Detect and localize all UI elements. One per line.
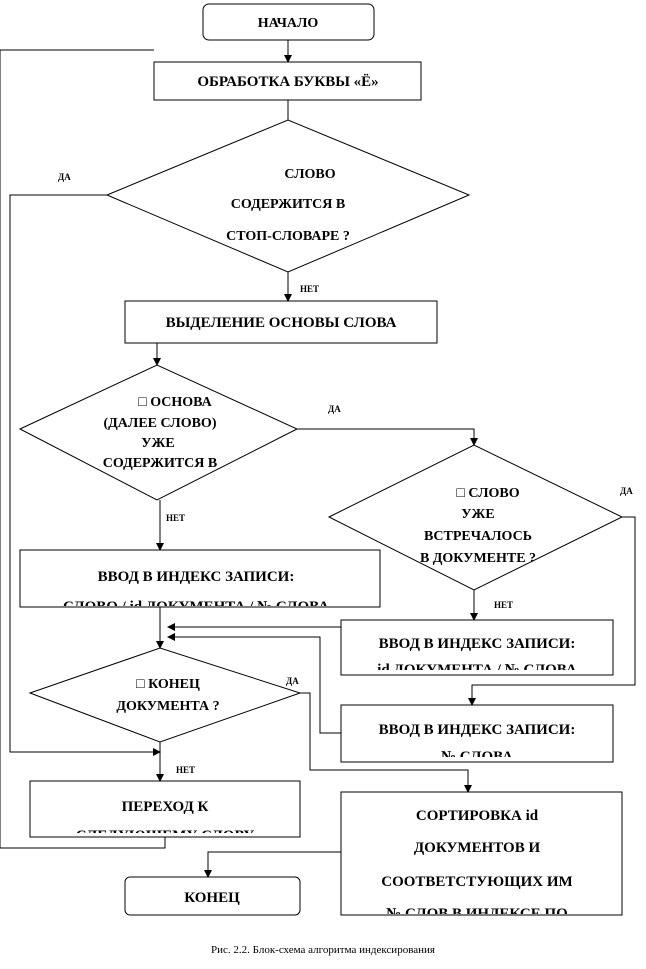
box-line: СЛОВО / id ДОКУМЕНТА / № СЛОВА	[63, 599, 329, 615]
decision-line: □ КОНЕЦ	[136, 677, 200, 692]
decision-in-doc: □ СЛОВО УЖЕ ВСТРЕЧАЛОСЬ В ДОКУМЕНТЕ ?	[327, 444, 624, 591]
connectors	[0, 40, 636, 878]
yes-label: ДА	[620, 486, 633, 496]
process-yo-box: ОБРАБОТКА БУКВЫ «Ё»	[153, 61, 422, 101]
end-label: КОНЕЦ	[184, 890, 240, 906]
yes-label: ДА	[328, 404, 341, 414]
no-label: НЕТ	[176, 765, 195, 775]
process-yo-label: ОБРАБОТКА БУКВЫ «Ё»	[197, 74, 378, 90]
no-label: НЕТ	[300, 284, 319, 294]
decision-line: СОДЕРЖИТСЯ В	[103, 456, 217, 471]
decision-line: СТОП-СЛОВАРЕ ?	[226, 229, 350, 244]
box-line: ДОКУМЕНТОВ И	[414, 840, 541, 856]
decision-end-doc: □ КОНЕЦ ДОКУМЕНТА ?	[28, 647, 302, 743]
stem-box: ВЫДЕЛЕНИЕ ОСНОВЫ СЛОВА	[124, 300, 438, 344]
box-line: СОРТИРОВКА id	[416, 808, 539, 824]
next-word-box: ПЕРЕХОД К СЛЕДУЮЩЕМУ СЛОВУ	[29, 780, 301, 844]
box-line: ВВОД В ИНДЕКС ЗАПИСИ:	[98, 569, 295, 585]
insert-doc-box: ВВОД В ИНДЕКС ЗАПИСИ: id ДОКУМЕНТА / № С…	[340, 619, 614, 678]
sort-box: СОРТИРОВКА id ДОКУМЕНТОВ И СООТВЕТСТУЮЩИ…	[340, 791, 623, 922]
start-label: НАЧАЛО	[258, 16, 319, 31]
end-terminal: КОНЕЦ	[124, 876, 301, 916]
no-label: НЕТ	[494, 600, 513, 610]
no-label: НЕТ	[166, 513, 185, 523]
box-line: № СЛОВА	[441, 749, 513, 765]
box-line: № СЛОВ В ИНДЕКСЕ ПО	[386, 906, 568, 922]
yes-label: ДА	[58, 172, 71, 182]
yes-label: ДА	[286, 676, 299, 686]
figure-caption: Рис. 2.2. Блок-схема алгоритма индексиро…	[211, 944, 435, 956]
decision-line: □ ОСНОВА	[138, 395, 212, 410]
decision-line: В ДОКУМЕНТЕ ?	[420, 551, 536, 566]
box-line: ПЕРЕХОД К	[122, 799, 209, 815]
decision-line: □ СЛОВО	[456, 486, 519, 501]
insert-pos-box: ВВОД В ИНДЕКС ЗАПИСИ: № СЛОВА	[340, 704, 614, 765]
decision-in-index: □ ОСНОВА (ДАЛЕЕ СЛОВО) УЖЕ СОДЕРЖИТСЯ В	[18, 364, 299, 501]
box-line: СООТВЕТСТУЮЩИХ ИМ	[381, 874, 572, 890]
insert-full-box: ВВОД В ИНДЕКС ЗАПИСИ: СЛОВО / id ДОКУМЕН…	[19, 549, 381, 615]
decision-line: ВСТРЕЧАЛОСЬ	[424, 529, 532, 544]
box-line: id ДОКУМЕНТА / № СЛОВА	[377, 662, 577, 678]
decision-line: УЖЕ	[461, 507, 494, 522]
box-line: ВВОД В ИНДЕКС ЗАПИСИ:	[379, 722, 576, 738]
decision-stopword: СЛОВО СОДЕРЖИТСЯ В СТОП-СЛОВАРЕ ?	[105, 119, 471, 273]
start-terminal: НАЧАЛО	[202, 3, 375, 41]
decision-line: УЖЕ	[141, 436, 174, 451]
box-line: ВВОД В ИНДЕКС ЗАПИСИ:	[379, 636, 576, 652]
decision-line: ДОКУМЕНТА ?	[116, 699, 219, 714]
box-line: СЛЕДУЮЩЕМУ СЛОВУ	[76, 828, 255, 844]
decision-line: СОДЕРЖИТСЯ В	[231, 197, 345, 212]
decision-line: (ДАЛЕЕ СЛОВО)	[104, 416, 217, 431]
stem-label: ВЫДЕЛЕНИЕ ОСНОВЫ СЛОВА	[166, 315, 397, 331]
decision-line: СЛОВО	[284, 167, 335, 182]
